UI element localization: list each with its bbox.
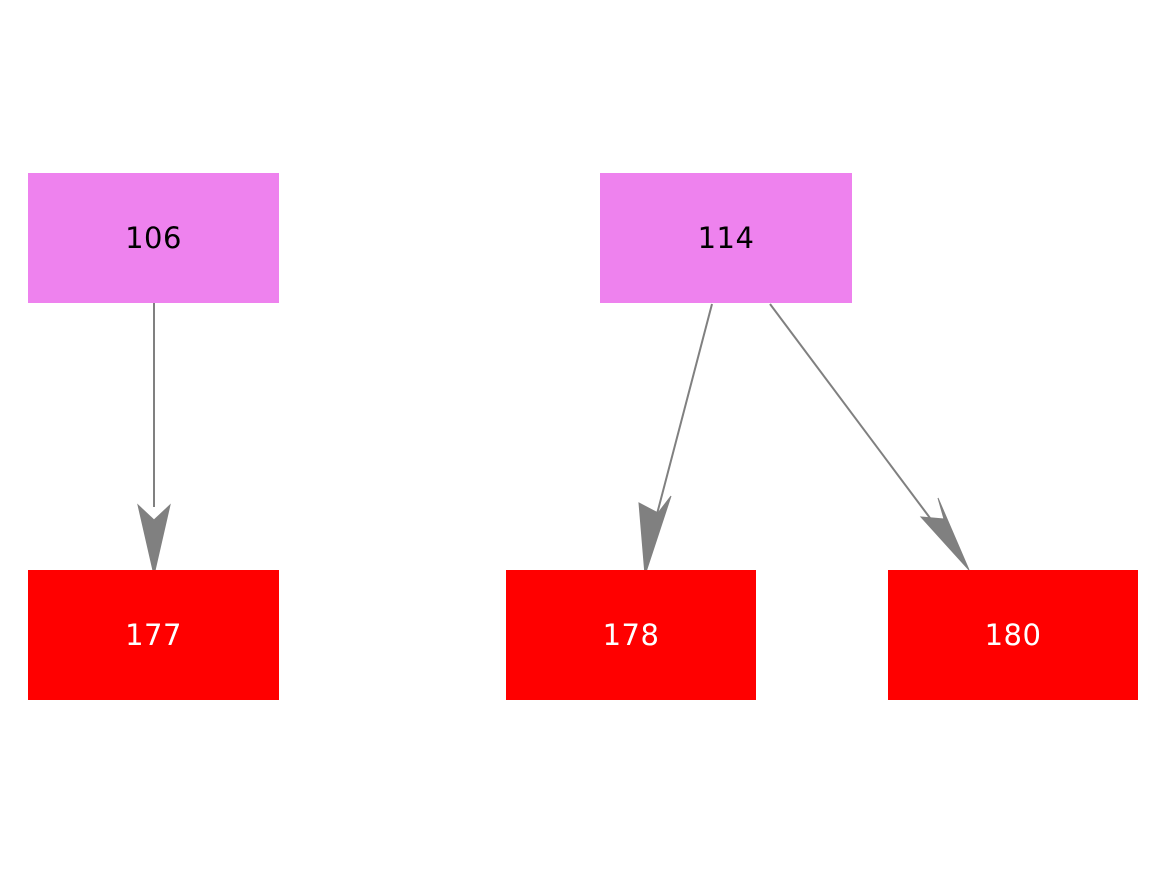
- graph-node-106[interactable]: 106: [28, 173, 279, 303]
- graph-node-177[interactable]: 177: [28, 570, 279, 700]
- arrowhead-icon: [638, 495, 672, 576]
- graph-node-178[interactable]: 178: [506, 570, 756, 700]
- node-label-177: 177: [125, 617, 182, 652]
- node-label-180: 180: [984, 617, 1042, 652]
- graph-node-180[interactable]: 180: [888, 570, 1138, 700]
- arrowhead-icon: [919, 497, 970, 571]
- edge-106-177: [137, 303, 171, 576]
- graph-node-114[interactable]: 114: [600, 173, 852, 303]
- node-label-106: 106: [125, 220, 182, 255]
- node-label-114: 114: [697, 220, 755, 255]
- arrowhead-icon: [137, 503, 171, 576]
- edge-114-180: [769, 303, 970, 571]
- node-label-178: 178: [602, 617, 660, 652]
- edge-114-178: [638, 303, 713, 576]
